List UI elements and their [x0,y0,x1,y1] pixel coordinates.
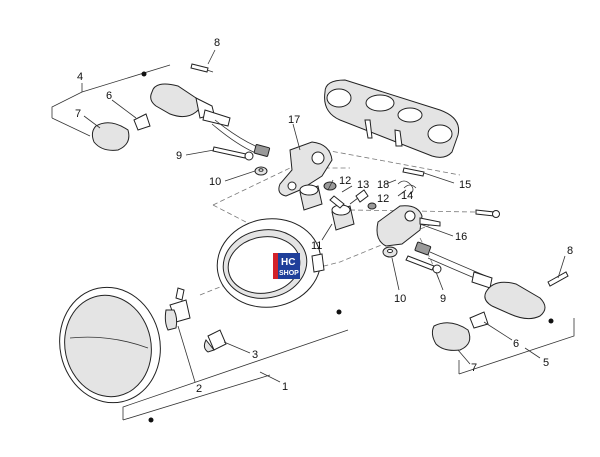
left-bolt-washer [212,146,268,176]
left-lens [91,122,130,151]
logo-text-shop: SHOP [279,270,299,277]
right-screw [547,271,569,287]
callout-1: 1 [282,381,288,393]
left-indicator-assembly [91,63,271,157]
callout-9-left: 9 [176,150,182,162]
connector-plug [253,144,271,157]
leader-lines [83,49,566,383]
callout-13: 13 [357,179,369,191]
callout-18: 18 [377,179,389,191]
group-bracket-left-indicator [51,64,171,137]
callout-10-right: 10 [394,293,406,305]
connector-plug-right [414,241,432,256]
right-bolt-washer [382,246,442,274]
logo-text-hc: HC [281,257,295,268]
top-triple-clamp [324,79,460,158]
hc-shop-logo: HC SHOP [273,253,300,279]
callout-3: 3 [252,349,258,361]
callout-6-right: 6 [513,338,519,350]
callout-15: 15 [459,179,471,191]
callout-11: 11 [311,240,322,252]
right-lens [431,322,471,351]
right-indicator-assembly [414,241,569,351]
group-bracket-right-indicator [458,318,575,375]
callout-5: 5 [543,357,549,369]
headlamp-shell [216,218,325,308]
callout-8-left: 8 [214,37,220,49]
callout-17: 17 [288,114,300,126]
callout-10-left: 10 [209,176,221,188]
callout-labels: 8 4 6 7 9 10 17 12 13 18 12 14 15 16 11 … [75,37,573,395]
callout-14: 14 [401,190,413,202]
callout-8-right: 8 [567,245,573,257]
parking-bulb [203,329,227,353]
callout-7-right: 7 [471,362,477,374]
left-screw [190,63,209,73]
rubber-bushings [299,181,355,231]
right-mounting-bracket [376,205,441,247]
callout-6-left: 6 [106,90,112,102]
callout-2: 2 [196,383,202,395]
callout-9-right: 9 [440,293,446,305]
small-hardware [329,167,500,218]
right-bulb [469,311,489,329]
callout-16: 16 [455,231,467,243]
callout-12-b: 12 [377,193,389,205]
headlamp-bulb [164,287,191,331]
callout-7-left: 7 [75,108,81,120]
callout-4: 4 [77,71,83,83]
callout-12-a: 12 [339,175,351,187]
headlamp-lens [59,286,161,404]
group-bracket-headlamp [122,309,349,423]
left-bulb [133,113,151,131]
